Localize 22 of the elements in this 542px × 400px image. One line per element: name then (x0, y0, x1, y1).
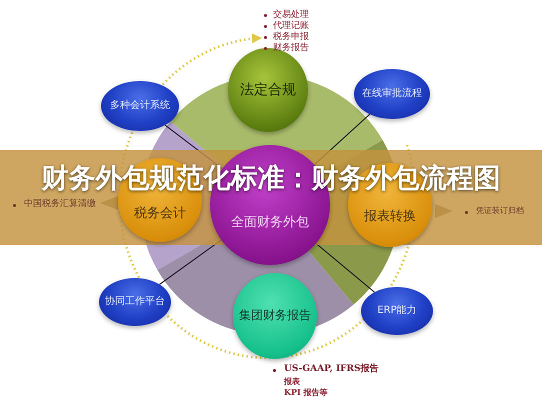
bullet-text: 中国税务汇算清缴 (24, 199, 96, 210)
ellipse-node (354, 69, 430, 119)
node-label: 集团财务报告 (239, 309, 311, 323)
node-label: 报表转换 (364, 210, 416, 224)
bullet-text: US-GAAP, IFRS报告 (284, 364, 379, 376)
bullet-text: 报表 (284, 376, 300, 386)
ellipse-node (361, 287, 433, 335)
bullet-text: 交易处理 (273, 10, 309, 20)
node-label: ERP能力 (377, 305, 417, 317)
ellipse-node (101, 81, 179, 131)
bullet-text: KPI 报告等 (284, 387, 328, 397)
node-label: 在线审批流程 (362, 88, 422, 100)
node-label: 协同工作平台 (105, 296, 165, 308)
bullet-text: 税务申报 (273, 32, 309, 42)
bullet-text: 凭证装订归档 (476, 206, 524, 216)
node-label: 法定合规 (240, 82, 296, 98)
node-label: 多种会计系统 (110, 100, 170, 112)
bullet-text: 代理记账 (273, 21, 309, 32)
ellipse-node (99, 278, 171, 326)
connector-line (316, 242, 376, 293)
node-label: 全面财务外包 (231, 216, 309, 230)
node-label: 税务会计 (134, 206, 186, 222)
